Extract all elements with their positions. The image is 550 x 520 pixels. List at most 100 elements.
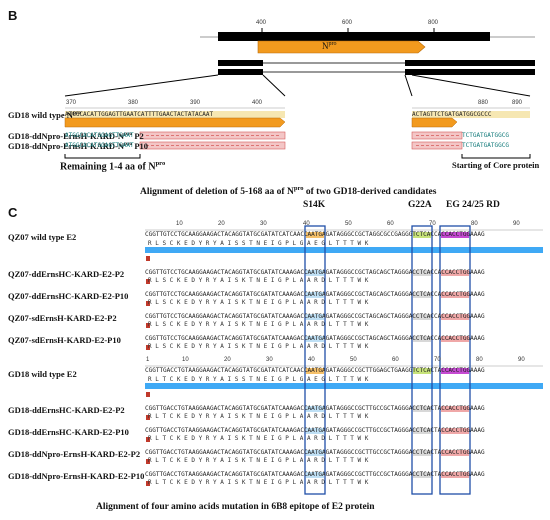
sequence: CGGTTGTCCTGCAAGGAAGACTACAGGTATGCGATATCAA… bbox=[145, 313, 485, 320]
mut-cell bbox=[441, 336, 469, 342]
ruler-label: 50 bbox=[345, 221, 352, 227]
sequence: ACTAGTTCTGATGATGGCGCCC bbox=[412, 111, 492, 118]
ruler-label: 20 bbox=[224, 357, 231, 363]
ruler-label: 40 bbox=[303, 221, 310, 227]
ruler-label: 40 bbox=[308, 357, 315, 363]
row-markers bbox=[146, 256, 150, 486]
row-label: GD18-ddNpro-ErnsH-KARD-Npro P2 bbox=[8, 131, 144, 141]
row-label: QZ07-ddErnsHC-KARD-E2-P10 bbox=[8, 291, 129, 301]
mutation-label-g22a: G22A bbox=[408, 200, 432, 210]
mut-cell bbox=[413, 314, 431, 320]
sequence: ATGGCACATTGGAGTTGAATCATTTTGAACTACTATACAA… bbox=[65, 111, 214, 118]
row-label: GD18 wild type Npro bbox=[8, 110, 82, 120]
ruler-label: 890 bbox=[512, 100, 523, 106]
ruler-label: 70 bbox=[434, 357, 441, 363]
mut-cell bbox=[441, 292, 469, 298]
panel-c-graphic bbox=[145, 225, 543, 495]
wt-npro-arrow bbox=[64, 117, 286, 128]
ruler-label: 10 bbox=[176, 221, 183, 227]
genome-bar bbox=[218, 32, 490, 41]
row-label: QZ07-sdErnsH-KARD-E2-P2 bbox=[8, 313, 117, 323]
panel-b-letter: B bbox=[8, 8, 18, 23]
construct-bar-right bbox=[405, 60, 535, 66]
mut-cell bbox=[441, 368, 469, 374]
ruler-label: 600 bbox=[342, 20, 353, 26]
mut-cell bbox=[413, 336, 431, 342]
aa-translation: R L T C K E D Y R Y A I S K T N E I G P … bbox=[148, 457, 369, 464]
row-label: GD18-ddNpro-ErnsH-KARD-Npro P10 bbox=[8, 141, 149, 151]
panel-b-caption: Alignment of deletion of 5-168 aa of Npr… bbox=[140, 185, 437, 198]
core-label: Starting of Core protein bbox=[452, 160, 540, 170]
ruler-label: 70 bbox=[429, 221, 436, 227]
row-label: GD18-ddNpro-ErnsH-KARD-E2-P10 bbox=[8, 471, 145, 481]
wt-npro-arrow-right bbox=[411, 117, 458, 128]
ruler-label: 30 bbox=[260, 221, 267, 227]
construct-bar-right-2 bbox=[405, 69, 535, 75]
remaining-label: Remaining 1-4 aa of Npro bbox=[60, 160, 166, 173]
ruler-label: 20 bbox=[218, 221, 225, 227]
sequence: CGGTTGACCTGTAAGGAAGACTACAGGTATGCGATATCAA… bbox=[145, 449, 485, 456]
panel-c-caption: Alignment of four amino acids mutation i… bbox=[96, 502, 375, 512]
sequence: ATGGCACATGGAGTTGAAT bbox=[65, 142, 134, 149]
mut-cell bbox=[306, 232, 324, 238]
sequence: CGGTTGACCTGTAAGGAAGACTACAGGTATGCGATATCAA… bbox=[145, 405, 485, 412]
remaining-bracket bbox=[64, 154, 141, 159]
panel-b-graphic bbox=[64, 28, 535, 159]
mut-cell bbox=[306, 368, 324, 374]
aa-translation: R L S C K E D Y R Y A I S S T N E I G P … bbox=[148, 240, 369, 247]
aa-translation: R L T C K E D Y R Y A I S K T N E I G P … bbox=[148, 413, 369, 420]
construct-bar-left-2 bbox=[218, 69, 263, 75]
ruler-label: 400 bbox=[252, 100, 263, 106]
sequence: TCTGATGATGGCG bbox=[462, 142, 509, 149]
mut-cell bbox=[441, 314, 469, 320]
mut-cell bbox=[441, 406, 469, 412]
mut-cell bbox=[441, 472, 469, 478]
row-label: GD18-ddErnsHC-KARD-E2-P10 bbox=[8, 427, 129, 437]
wt-seq-band-left bbox=[65, 111, 285, 118]
ruler-label: 880 bbox=[478, 100, 489, 106]
sequence: ATGGCACATGGAGTTGAAT bbox=[65, 132, 134, 139]
mutation-label-s14k: S14K bbox=[303, 200, 326, 210]
zoom-line bbox=[411, 74, 531, 97]
mut-cell bbox=[413, 368, 431, 374]
ruler-label: 50 bbox=[350, 357, 357, 363]
ruler-label: 80 bbox=[476, 357, 483, 363]
aa-translation: R L T C K E D Y R Y A I S S T N E I G P … bbox=[148, 376, 369, 383]
row-label: GD18-ddNpro-ErnsH-KARD-E2-P2 bbox=[8, 449, 141, 459]
row-label: QZ07-sdErnsH-KARD-E2-P10 bbox=[8, 335, 121, 345]
npro-arrow bbox=[257, 40, 426, 54]
aa-translation: R L S C K E D Y R Y A I S K T N E I G P … bbox=[148, 343, 369, 350]
sequence: CGGTTGTCCTGCAAGGAAGACTACAGGTATGCGATATCAT… bbox=[145, 231, 485, 238]
ruler-label: 380 bbox=[128, 100, 139, 106]
mut-cell bbox=[413, 270, 431, 276]
ruler-label: 1 bbox=[146, 357, 150, 363]
row-label: QZ07 wild type E2 bbox=[8, 232, 77, 242]
mut-cell bbox=[306, 406, 324, 412]
mut-cell bbox=[441, 450, 469, 456]
aa-translation: R L T C K E D Y R Y A I S K T N E I G P … bbox=[148, 435, 369, 442]
g22a-box bbox=[411, 225, 433, 495]
mutation-label-eg2425rd: EG 24/25 RD bbox=[446, 200, 500, 210]
mut-cell bbox=[306, 292, 324, 298]
sequence: CGGTTGACCTGTAAGGAAGACTACAGGTATGCGATATCAT… bbox=[145, 367, 485, 374]
s14k-box bbox=[304, 225, 326, 495]
panel-c-letter: C bbox=[8, 205, 18, 220]
aa-translation: R L T C K E D Y R Y A I S K T N E I G P … bbox=[148, 479, 369, 486]
row-label: GD18 wild type E2 bbox=[8, 369, 77, 379]
mut-cell bbox=[413, 232, 431, 238]
sequence: CGGTTGACCTGTAAGGAAGACTACAGGTATGCGATATCAA… bbox=[145, 471, 485, 478]
mut-cell bbox=[413, 428, 431, 434]
sequence: TCTGATGATGGCG bbox=[462, 132, 509, 139]
sequence: CGGTTGTCCTGCAAGGAAGACTACAGGTATGCGATATCAA… bbox=[145, 291, 485, 298]
mut-cell bbox=[306, 428, 324, 434]
sequence: CGGTTGTCCTGCAAGGAAGACTACAGGTATGCGATATCAA… bbox=[145, 269, 485, 276]
aa-translation: R L S C K E D Y R Y A I S K T N E I G P … bbox=[148, 277, 369, 284]
mut-cell bbox=[413, 472, 431, 478]
ruler-label: 60 bbox=[387, 221, 394, 227]
wt-e2-bar-1 bbox=[145, 247, 543, 253]
sequence: CGGTTGACCTGTAAGGAAGACTACAGGTATGCGATATCAA… bbox=[145, 427, 485, 434]
construct-bar-left bbox=[218, 60, 263, 66]
mut-cell bbox=[306, 450, 324, 456]
mut-cell bbox=[413, 450, 431, 456]
wt-e2-bar-2 bbox=[145, 383, 543, 389]
